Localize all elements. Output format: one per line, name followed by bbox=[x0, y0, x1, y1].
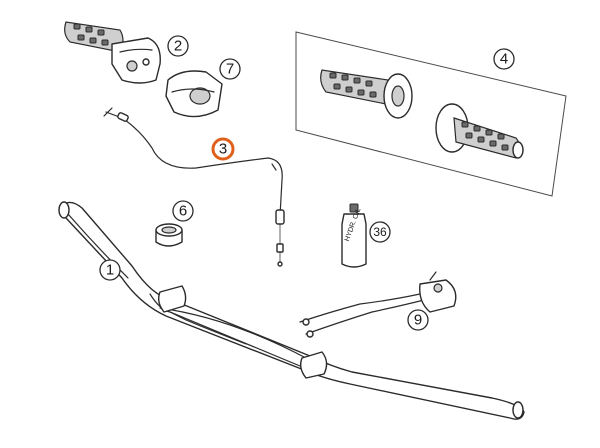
callout-2-label: 2 bbox=[174, 38, 182, 55]
callout-9-label: 9 bbox=[414, 312, 422, 329]
callout-4-label: 4 bbox=[500, 51, 508, 68]
handlebar-part bbox=[58, 201, 525, 420]
callout-1: 1 bbox=[99, 259, 121, 281]
callout-36: 36 bbox=[369, 221, 391, 243]
throttle-cable-part bbox=[103, 107, 285, 267]
sleeve-part bbox=[155, 223, 183, 247]
grip-set-box bbox=[295, 31, 567, 197]
callout-1-label: 1 bbox=[106, 262, 114, 279]
callout-3: 3 bbox=[211, 137, 235, 161]
callout-4: 4 bbox=[493, 48, 515, 70]
callout-3-label: 3 bbox=[219, 141, 227, 158]
callout-6: 6 bbox=[172, 200, 194, 222]
throttle-assembly-part bbox=[64, 21, 161, 84]
switch-part bbox=[299, 271, 457, 338]
callout-7-label: 7 bbox=[226, 61, 234, 78]
hydraulic-oil-bottle-part: HYDR. OIL bbox=[341, 203, 367, 268]
callout-6-label: 6 bbox=[179, 203, 187, 220]
grip-left-part bbox=[320, 69, 413, 119]
callout-2: 2 bbox=[167, 35, 189, 57]
callout-36-label: 36 bbox=[373, 225, 387, 239]
callout-7: 7 bbox=[219, 58, 241, 80]
callout-9: 9 bbox=[407, 309, 429, 331]
throttle-housing-part bbox=[165, 70, 223, 118]
grip-right-part bbox=[435, 103, 524, 159]
